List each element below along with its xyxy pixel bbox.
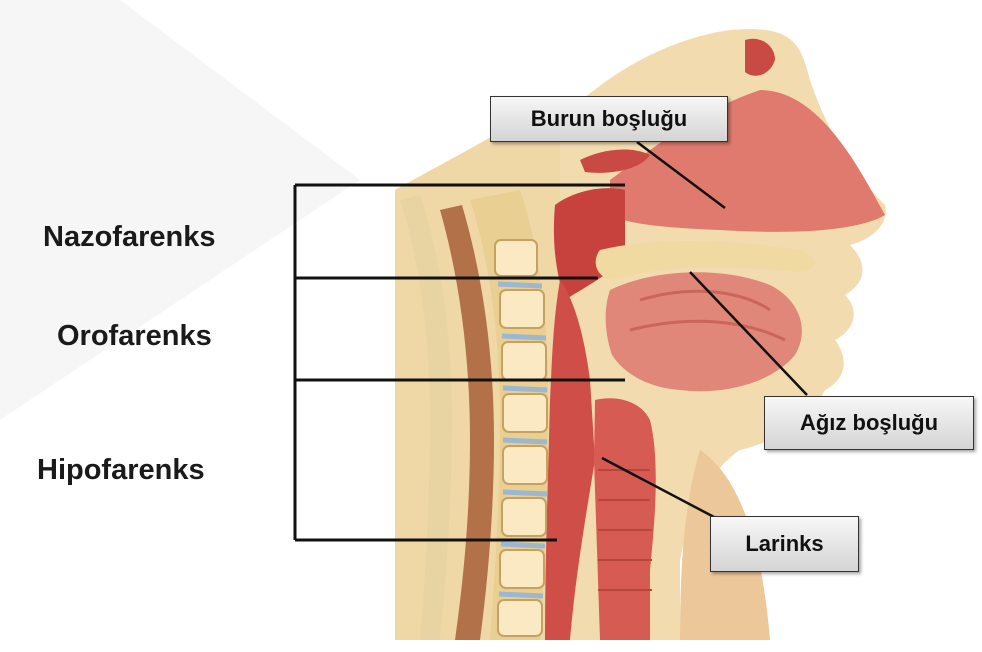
oropharynx-label: Orofarenks — [57, 322, 212, 351]
oral-cavity-callout: Ağız boşluğu — [764, 396, 974, 450]
nasopharynx-label: Nazofarenks — [43, 223, 215, 252]
background-sheen — [0, 0, 360, 420]
larynx-shape — [594, 398, 656, 640]
larynx-callout: Larinks — [710, 516, 859, 572]
nasal-cavity-callout: Burun boşluğu — [490, 96, 728, 142]
hypopharynx-label: Hipofarenks — [37, 456, 205, 485]
